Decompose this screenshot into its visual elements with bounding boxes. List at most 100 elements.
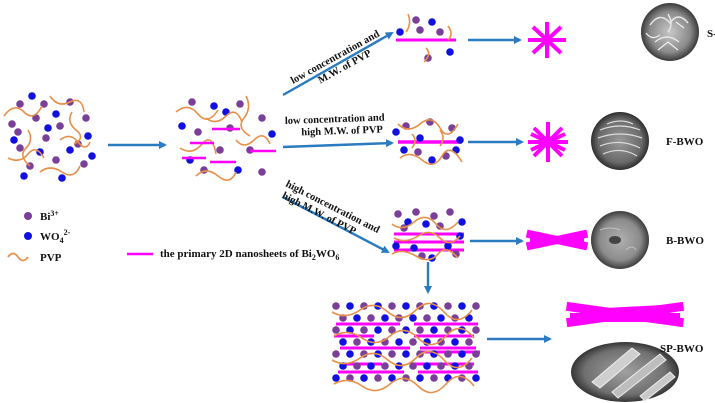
- bi-ion: [332, 302, 340, 310]
- bi-ion-icon: [24, 212, 32, 220]
- wo-ion: [402, 350, 410, 358]
- path-label-f-line2: high M.W. of PVP: [301, 125, 383, 139]
- arrow-to-f-path: [282, 139, 394, 149]
- pvp-chain: [397, 119, 459, 135]
- bi-ion: [436, 28, 444, 36]
- bi-ion: [437, 362, 445, 370]
- legend-bi: Bi3+: [40, 209, 59, 223]
- bi-ion: [472, 350, 480, 358]
- sem-image-s: [641, 3, 699, 61]
- pvp-chain: [205, 111, 243, 123]
- wo-ion: [451, 338, 459, 346]
- pvp-chain: [39, 165, 81, 176]
- wo-ion: [178, 122, 186, 130]
- bi-ion: [258, 168, 266, 176]
- bi-ion: [444, 302, 452, 310]
- pvp-chain: [240, 95, 251, 137]
- pvp-chain: [333, 375, 475, 394]
- wo-ion: [456, 136, 464, 144]
- wo-ion: [416, 134, 424, 142]
- bi-ion: [444, 326, 452, 334]
- wo-ion: [458, 302, 466, 310]
- bi-ion: [430, 374, 438, 382]
- pvp-chain: [399, 149, 463, 165]
- bi-ion: [332, 326, 340, 334]
- bi-ion: [42, 134, 50, 142]
- bi-ion: [360, 326, 368, 334]
- pvp-chain: [68, 111, 82, 145]
- bi-ion: [446, 208, 454, 216]
- wo-ion: [428, 18, 436, 26]
- wo-ion: [422, 220, 430, 228]
- pvp-chain: [393, 231, 461, 244]
- sample-label-f-bwo: F-BWO: [666, 136, 704, 148]
- wo-ion: [437, 314, 445, 322]
- sem-image-f: [591, 112, 649, 170]
- pvp-chain: [447, 25, 452, 41]
- pvp-chain: [22, 129, 32, 167]
- pvp-chain: [439, 129, 444, 147]
- bi-ion: [472, 326, 480, 334]
- pvp-chain-icon: [7, 252, 29, 262]
- wo-ion: [10, 136, 18, 144]
- wo-ion: [44, 124, 52, 132]
- wo-ion: [346, 350, 354, 358]
- bi-ion: [394, 210, 402, 218]
- legend-nanosheet: the primary 2D nanosheets of Bi2WO6: [160, 248, 339, 262]
- precursor-cluster: [3, 92, 96, 182]
- pvp-chain: [7, 149, 45, 162]
- wo-ion: [381, 314, 389, 322]
- wo-ion: [332, 374, 340, 382]
- bi-ion: [388, 350, 396, 358]
- bi-ion: [452, 250, 460, 258]
- bi-ion: [8, 120, 16, 128]
- pvp-chain: [331, 302, 473, 321]
- wo-ion: [458, 218, 466, 226]
- b-path-cluster: [391, 208, 466, 262]
- wo-ion: [410, 244, 418, 252]
- wo-ion: [88, 152, 96, 160]
- pvp-chain: [423, 47, 430, 63]
- pvp-chain: [331, 350, 473, 369]
- wo-ion: [400, 146, 408, 154]
- wo-ion: [353, 314, 361, 322]
- pvp-chain: [405, 13, 411, 33]
- nanosheet-formation-cluster: [175, 95, 276, 181]
- bi-ion: [416, 326, 424, 334]
- pvp-chain: [333, 327, 475, 346]
- pvp-chain: [175, 106, 219, 120]
- legend-wo: WO42-: [40, 228, 71, 245]
- wo-ion: [52, 110, 60, 118]
- sp-path-cluster: [331, 302, 480, 394]
- bi-ion: [16, 144, 24, 152]
- legend: Bi3+ WO42- PVP the primary 2D nanosheets…: [7, 209, 339, 264]
- path-label-f: low concentration and high M.W. of PVP: [285, 113, 385, 139]
- wo-ion: [472, 374, 480, 382]
- bi-ion: [353, 338, 361, 346]
- arrow-to-s-path: [282, 31, 394, 97]
- wo-ion: [58, 174, 66, 182]
- wo-ion: [210, 102, 218, 110]
- bi-ion: [14, 128, 22, 136]
- bi-ion: [472, 302, 480, 310]
- wo-ion: [452, 146, 460, 154]
- wo-ion: [458, 350, 466, 358]
- bi-ion: [188, 98, 196, 106]
- bi-ion: [430, 212, 438, 220]
- s-path-cluster: [396, 13, 456, 63]
- sample-label-b-bwo: B-BWO: [666, 235, 704, 247]
- wo-ion: [346, 302, 354, 310]
- bi-ion: [409, 338, 417, 346]
- sem-image-sp: [571, 342, 679, 402]
- pvp-chain: [235, 135, 271, 146]
- bi-ion: [353, 362, 361, 370]
- bi-ion: [194, 128, 202, 136]
- bi-ion: [16, 100, 24, 108]
- wo-ion: [374, 326, 382, 334]
- wo-ion: [392, 128, 400, 136]
- bi-ion: [40, 100, 48, 108]
- bi-ion: [444, 350, 452, 358]
- bi-ion: [465, 338, 473, 346]
- path-label-f-line1: low concentration and: [285, 113, 385, 127]
